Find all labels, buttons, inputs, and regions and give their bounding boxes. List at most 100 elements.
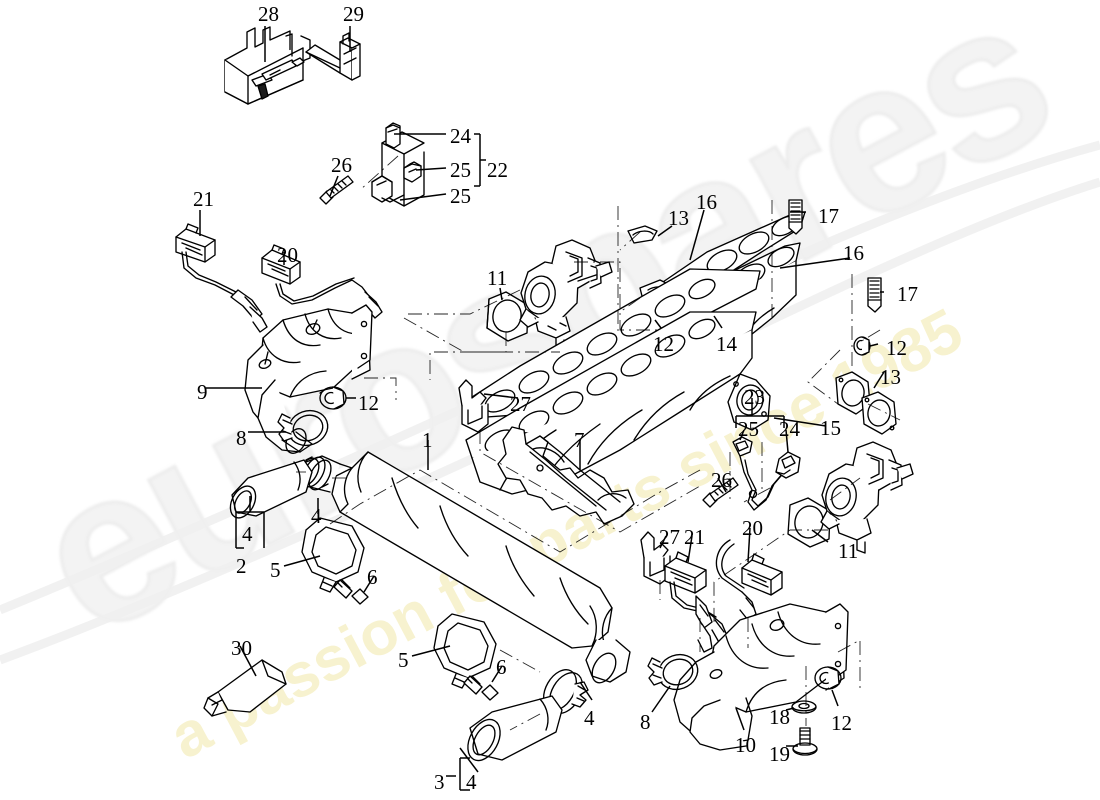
assembly-line-heatshield: [479, 430, 701, 533]
part-9-catalytic-converter-left: [244, 304, 373, 454]
assembly-line-grommet12d: [837, 639, 861, 690]
callout-25-bracketset: 25: [738, 417, 759, 441]
callout-17-upper: 17: [818, 204, 839, 228]
callout-26-upper: 26: [331, 153, 352, 177]
callout-4-tailpipe-right: 4: [466, 770, 477, 794]
callout-18: 18: [769, 705, 790, 729]
part-13-flange-gasket-upper: [627, 225, 658, 244]
part-11-turbo-gasket-left: [486, 291, 529, 342]
callout-20-lower: 20: [742, 516, 763, 540]
callout-16-upper: 16: [696, 190, 717, 214]
callout-4-clamp-lower: 4: [584, 706, 595, 730]
callout-17-lower: 17: [897, 282, 918, 306]
callout-12-catleft: 12: [358, 391, 379, 415]
part-6-hanger-bolt-lower: [463, 675, 499, 701]
callout-8-right: 8: [640, 710, 651, 734]
callout-15: 15: [820, 416, 841, 440]
assembly-line-gasket13c: [867, 403, 901, 421]
part-26-hex-bolt-upper: [319, 175, 354, 205]
callout-24-bracketset: 24: [779, 417, 800, 441]
part-21-sensor-connector-left: [175, 223, 268, 333]
assembly-line-cat-to-turbo: [408, 289, 521, 315]
part-5-muffler-hanger-lower: [433, 613, 497, 689]
assembly-line-tailpipe-right: [509, 713, 541, 731]
assembly-line-manifold: [574, 261, 660, 331]
assembly-line-gasket13: [619, 231, 641, 251]
part-23-bracket-set: [732, 436, 801, 511]
assembly-line-turbo-right: [713, 529, 828, 626]
part-12-grommet-right: [853, 336, 871, 356]
part-turbocharger-right: [820, 441, 914, 554]
callout-24-upper: 24: [450, 124, 471, 148]
callout-11-left: 11: [487, 266, 508, 290]
callout-13-upper: 13: [668, 206, 689, 230]
callout-26-lower: 26: [711, 468, 732, 492]
callout-10: 10: [735, 733, 756, 757]
part-1-main-muffler: [296, 451, 631, 684]
callout-14: 14: [716, 332, 737, 356]
assembly-line-grommet12b: [859, 329, 881, 343]
assembly-line-flange: [403, 317, 560, 353]
assembly-line-gasket13b: [807, 349, 841, 405]
callout-4-upper: 4: [311, 504, 322, 528]
callout-12-center: 12: [653, 332, 674, 356]
part-22-bracket-assembly: [371, 122, 425, 207]
part-19-hex-flange-bolt: [792, 727, 818, 756]
callout-20-upper: 20: [277, 243, 298, 267]
part-17-flange-bolt-upper: [788, 199, 803, 235]
part-12-grommet-lower-right: [814, 666, 842, 690]
callout-12-bottom: 12: [831, 711, 852, 735]
callout-27-upper: 27: [510, 392, 531, 416]
part-28-holder-bracket: [224, 26, 311, 105]
callout-2: 2: [236, 554, 247, 578]
callout-12-right: 12: [886, 336, 907, 360]
assembly-line-turbo-gasket: [429, 332, 507, 380]
assembly-line-clamp4c: [499, 649, 541, 673]
callout-5-upper: 5: [270, 558, 281, 582]
part-12-grommet-left: [319, 386, 347, 410]
callout-25-upper: 25: [450, 158, 471, 182]
part-27-heat-shield-clip-upper: [458, 379, 489, 433]
callout-25-lower: 25: [450, 184, 471, 208]
callout-8-left: 8: [236, 426, 247, 450]
part-6-hanger-bolt-upper: [333, 579, 369, 605]
callout-7: 7: [574, 428, 585, 452]
part-2-tailpipe-left: [229, 459, 313, 519]
callout-28: 28: [258, 2, 279, 26]
part-8-exhaust-clamp-left: [277, 409, 329, 447]
part-8-exhaust-clamp-right: [647, 653, 699, 691]
callout-3: 3: [434, 770, 445, 794]
part-30-assembly-paste-tube: [203, 659, 287, 717]
callout-21-lower: 21: [684, 525, 705, 549]
callout-30: 30: [231, 636, 252, 660]
callout-9: 9: [197, 380, 208, 404]
callout-4-tailpipe-left: 4: [242, 522, 253, 546]
callout-22: 22: [487, 158, 508, 182]
part-16-intake-gasket-lower: [465, 268, 761, 419]
callout-6-upper: 6: [367, 565, 378, 589]
callout-1: 1: [422, 428, 433, 452]
callout-5-lower: 5: [398, 648, 409, 672]
assembly-line-bolt26a: [359, 155, 399, 191]
assembly-line-grommet12c: [364, 377, 397, 400]
part-29-retaining-clip: [305, 32, 361, 81]
callout-6-lower: 6: [496, 655, 507, 679]
callout-11-right: 11: [838, 539, 859, 563]
callout-13-right: 13: [880, 365, 901, 389]
callout-19: 19: [769, 742, 790, 766]
part-17-flange-bolt-lower: [867, 277, 882, 313]
part-18-washer: [791, 700, 817, 714]
assembly-line-grommet12a: [619, 297, 641, 313]
assembly-line-muffler-long: [329, 469, 701, 553]
callout-23: 23: [744, 385, 765, 409]
callout-27-lower: 27: [659, 525, 680, 549]
callout-16-lower: 16: [843, 241, 864, 265]
part-3-tailpipe-right: [467, 695, 563, 762]
leader-lines: [199, 26, 885, 791]
assembly-line-turbo-top: [829, 477, 861, 501]
callout-21-upper: 21: [193, 187, 214, 211]
part-5-muffler-hanger-upper: [301, 517, 365, 593]
